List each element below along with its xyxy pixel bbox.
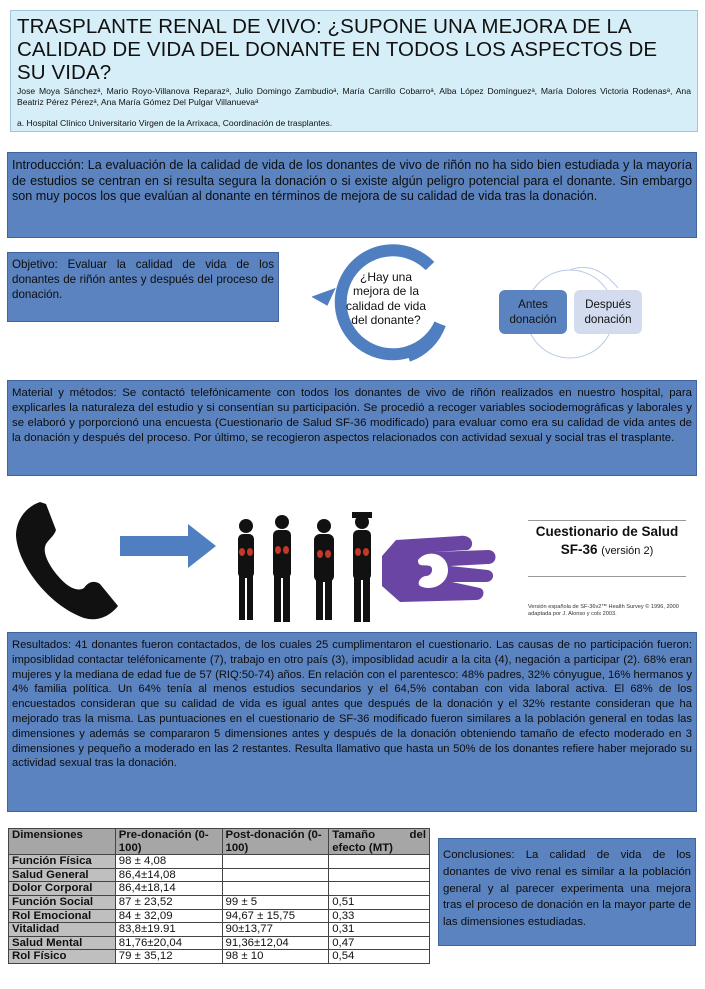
dimension-cell: Salud Mental: [8, 935, 116, 951]
post-cell: 94,67 ± 15,75: [221, 908, 330, 924]
right-arrow-icon: [120, 524, 216, 568]
methods-text: Material y métodos: Se contactó telefóni…: [12, 387, 692, 444]
effect-header-part: Tamaño: [332, 829, 376, 841]
table-header-row: Dimensiones Pre-donación (0-100) Post-do…: [8, 827, 430, 856]
objective-box: Objetivo: Evaluar la calidad de vida de …: [7, 252, 279, 322]
effect-cell: 0,47: [328, 935, 430, 951]
post-cell: 91,36±12,04: [221, 935, 330, 951]
dimension-cell: Función Social: [8, 894, 116, 910]
hand-kidney-icon: [382, 535, 496, 602]
post-cell: [221, 881, 330, 896]
objective-text: Objetivo: Evaluar la calidad de vida de …: [12, 258, 274, 301]
post-cell: [221, 854, 330, 869]
table-header-cell: Dimensiones: [8, 827, 116, 856]
affiliation: a. Hospital Clínico Universitario Virgen…: [17, 118, 333, 128]
phone-icon: [16, 502, 118, 620]
effect-cell: [328, 854, 430, 869]
questionnaire-version-name: SF-36: [560, 542, 598, 557]
table-header-cell: Tamaño del efecto (MT): [328, 827, 430, 856]
questionnaire-title: Cuestionario de Salud: [535, 524, 679, 539]
results-text: Resultados: 41 donantes fueron contactad…: [12, 639, 692, 770]
pre-cell: 98 ± 4,08: [114, 854, 223, 869]
post-cell: 98 ± 10: [221, 949, 330, 964]
post-cell: 90±13,77: [221, 922, 330, 937]
antes-donacion-badge: Antes donación: [499, 290, 567, 334]
effect-header-line: Tamaño del: [332, 829, 426, 842]
dimension-cell: Función Física: [8, 854, 116, 869]
effect-header-part: del: [409, 829, 426, 841]
effect-header-part: efecto (MT): [332, 841, 393, 854]
authors: Jose Moya Sánchezᵃ, Mario Royo-Villanova…: [17, 86, 691, 107]
dimension-cell: Rol Físico: [8, 949, 116, 964]
pre-cell: 86,4±14,08: [114, 867, 223, 883]
poster-title: TRASPLANTE RENAL DE VIVO: ¿SUPONE UNA ME…: [17, 15, 658, 84]
pre-cell: 86,4±18,14: [114, 881, 223, 896]
questionnaire-version: SF-36 (versión 2): [528, 542, 686, 559]
conclusions-text: Conclusiones: La calidad de vida de los …: [443, 849, 691, 929]
introduction-text: Introducción: La evaluación de la calida…: [12, 158, 692, 204]
poster-header: TRASPLANTE RENAL DE VIVO: ¿SUPONE UNA ME…: [10, 10, 698, 132]
dimensions-table: Dimensiones Pre-donación (0-100) Post-do…: [8, 827, 430, 964]
cycle-question: ¿Hay una mejora de la calidad de vida de…: [345, 270, 427, 328]
effect-cell: 0,54: [328, 949, 430, 964]
post-cell: 99 ± 5: [221, 894, 330, 910]
questionnaire-version-sub: (versión 2): [601, 545, 654, 557]
dimension-cell: Vitalidad: [8, 922, 116, 937]
table-header-cell: Pre-donación (0-100): [114, 827, 223, 856]
effect-cell: [328, 867, 430, 883]
silhouettes-people-kidneys: [238, 512, 372, 622]
post-cell: [221, 867, 330, 883]
conclusions-box: Conclusiones: La calidad de vida de los …: [438, 838, 696, 946]
questionnaire-rule-bottom: [528, 576, 686, 577]
effect-cell: 0,33: [328, 908, 430, 924]
table-header-cell: Post-donación (0-100): [221, 827, 330, 856]
pre-cell: 87 ± 23,52: [114, 894, 223, 910]
pre-cell: 83,8±19.91: [114, 922, 223, 937]
effect-cell: [328, 881, 430, 896]
pre-cell: 81,76±20,04: [114, 935, 223, 951]
dimension-cell: Dolor Corporal: [8, 881, 116, 896]
effect-cell: 0,31: [328, 922, 430, 937]
dimension-cell: Salud General: [8, 867, 116, 883]
pre-cell: 84 ± 32,09: [114, 908, 223, 924]
results-box: Resultados: 41 donantes fueron contactad…: [7, 632, 697, 812]
pre-cell: 79 ± 35,12: [114, 949, 223, 964]
effect-cell: 0,51: [328, 894, 430, 910]
cycle-arrow-icon: [312, 244, 446, 362]
despues-donacion-badge: Después donación: [574, 290, 642, 334]
questionnaire-note: Versión española de SF-36v2™ Health Surv…: [528, 604, 679, 617]
questionnaire-rule-top: [528, 520, 686, 521]
introduction-box: Introducción: La evaluación de la calida…: [7, 152, 697, 238]
methods-box: Material y métodos: Se contactó telefóni…: [7, 380, 697, 476]
dimension-cell: Rol Emocional: [8, 908, 116, 924]
